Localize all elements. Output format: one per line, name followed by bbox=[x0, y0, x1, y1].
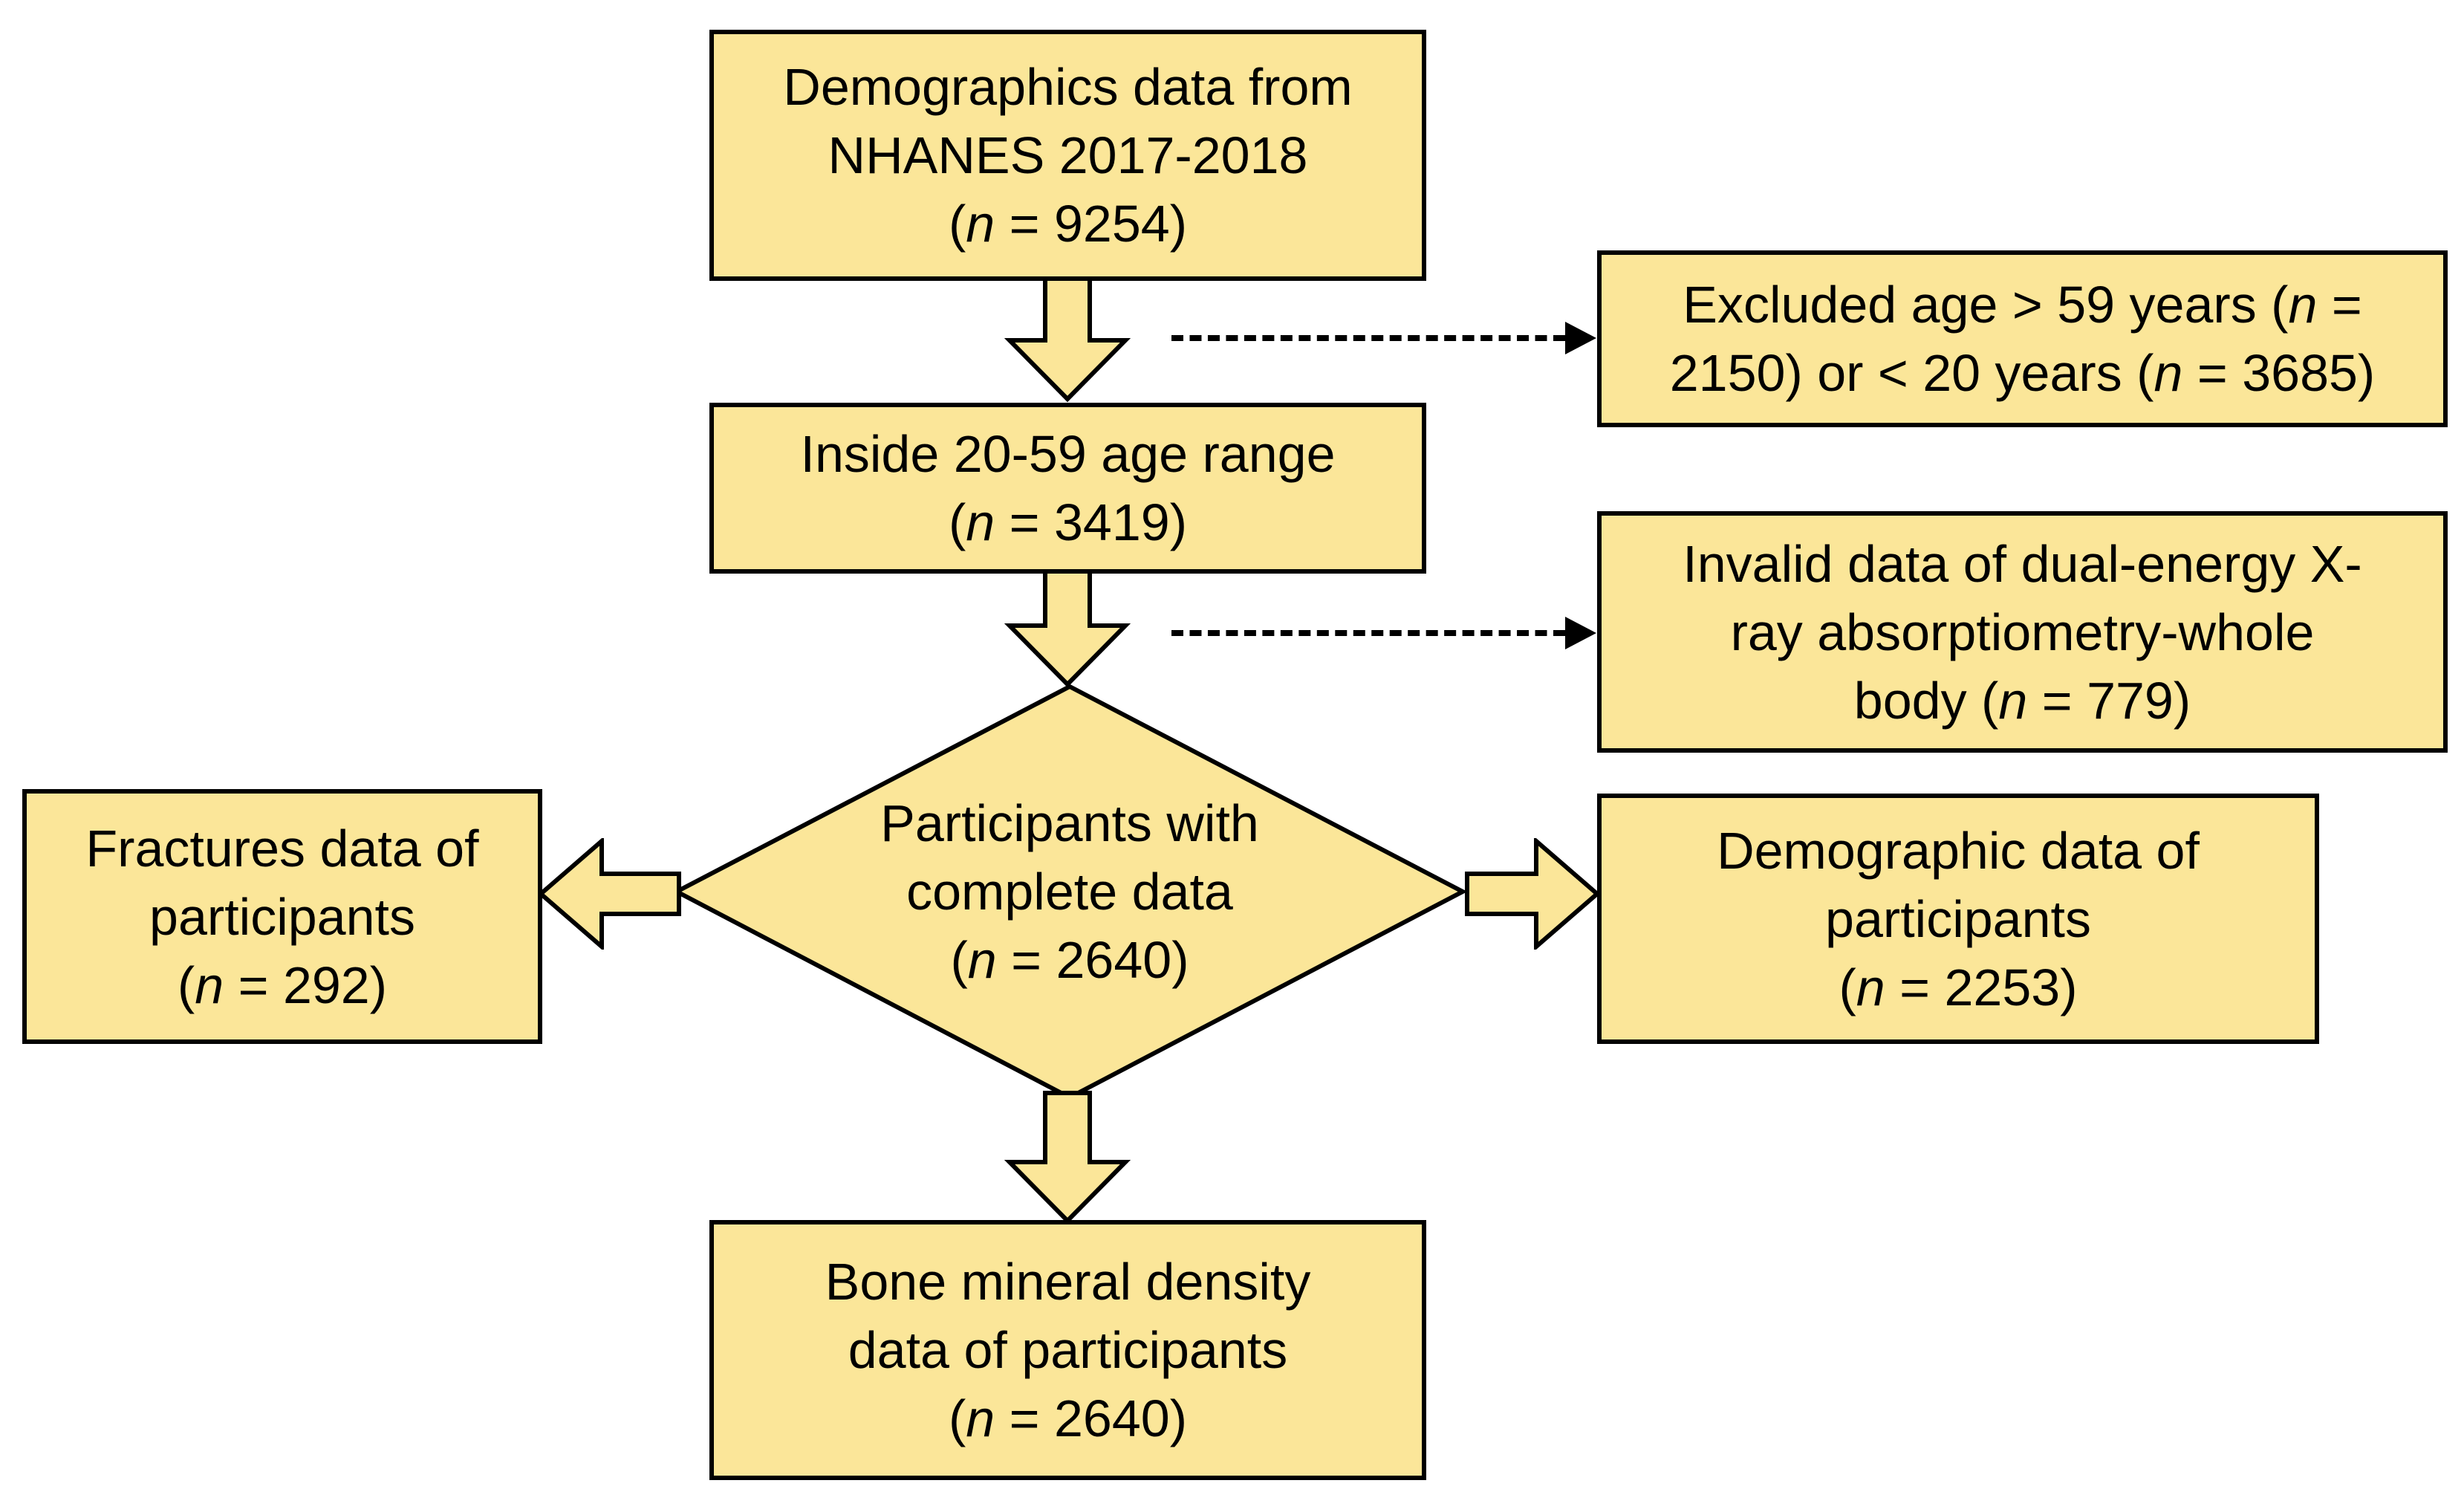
box-line: ray absorptiometry-whole bbox=[1730, 603, 2315, 661]
down-block-arrow-icon bbox=[1004, 276, 1131, 403]
dashed-arrowhead-right-icon bbox=[1565, 322, 1596, 354]
box-line: data of participants bbox=[848, 1321, 1288, 1379]
flow-diamond-participants-complete-data: Participants with complete data (n = 264… bbox=[747, 743, 1393, 1040]
box-line: body (n = 779) bbox=[1853, 671, 2191, 730]
box-line: Excluded age > 59 years (n = bbox=[1683, 276, 2362, 334]
dashed-connector bbox=[1171, 335, 1565, 341]
box-line: complete data bbox=[906, 863, 1233, 921]
box-line: (n = 3419) bbox=[948, 493, 1188, 551]
dashed-connector bbox=[1171, 630, 1565, 636]
flow-box-excluded-age: Excluded age > 59 years (n = 2150) or < … bbox=[1597, 250, 2448, 427]
dashed-arrowhead-right-icon bbox=[1565, 617, 1596, 649]
flow-box-bone-mineral-density-data: Bone mineral density data of participant… bbox=[709, 1220, 1426, 1480]
box-line: Participants with bbox=[880, 794, 1259, 852]
flow-box-fractures-data: Fractures data of participants (n = 292) bbox=[22, 789, 542, 1044]
down-block-arrow-icon bbox=[1004, 569, 1131, 688]
right-block-arrow-icon bbox=[1465, 838, 1600, 950]
box-line: (n = 2640) bbox=[948, 1389, 1188, 1447]
box-line: Demographics data from bbox=[783, 58, 1353, 116]
flow-box-invalid-dxa: Invalid data of dual-energy X- ray absor… bbox=[1597, 511, 2448, 753]
box-line: participants bbox=[1825, 889, 2091, 948]
box-line: (n = 2640) bbox=[950, 931, 1189, 989]
box-line: NHANES 2017-2018 bbox=[828, 126, 1308, 184]
down-block-arrow-icon bbox=[1004, 1091, 1131, 1224]
box-line: Bone mineral density bbox=[825, 1253, 1311, 1311]
box-line: participants bbox=[149, 887, 415, 946]
box-line: Inside 20-59 age range bbox=[800, 425, 1336, 483]
box-line: Fractures data of bbox=[85, 819, 479, 877]
flow-box-inside-age-range: Inside 20-59 age range (n = 3419) bbox=[709, 403, 1426, 574]
box-line: (n = 2253) bbox=[1839, 958, 2078, 1016]
left-block-arrow-icon bbox=[537, 838, 681, 950]
box-line: (n = 9254) bbox=[948, 195, 1188, 253]
box-line: Demographic data of bbox=[1717, 821, 2200, 880]
box-line: Invalid data of dual-energy X- bbox=[1683, 534, 2362, 593]
flow-box-demographic-data: Demographic data of participants (n = 22… bbox=[1597, 794, 2319, 1044]
flow-box-demographics-source: Demographics data from NHANES 2017-2018 … bbox=[709, 30, 1426, 281]
box-line: (n = 292) bbox=[177, 956, 388, 1014]
box-line: 2150) or < 20 years (n = 3685) bbox=[1669, 344, 2376, 402]
